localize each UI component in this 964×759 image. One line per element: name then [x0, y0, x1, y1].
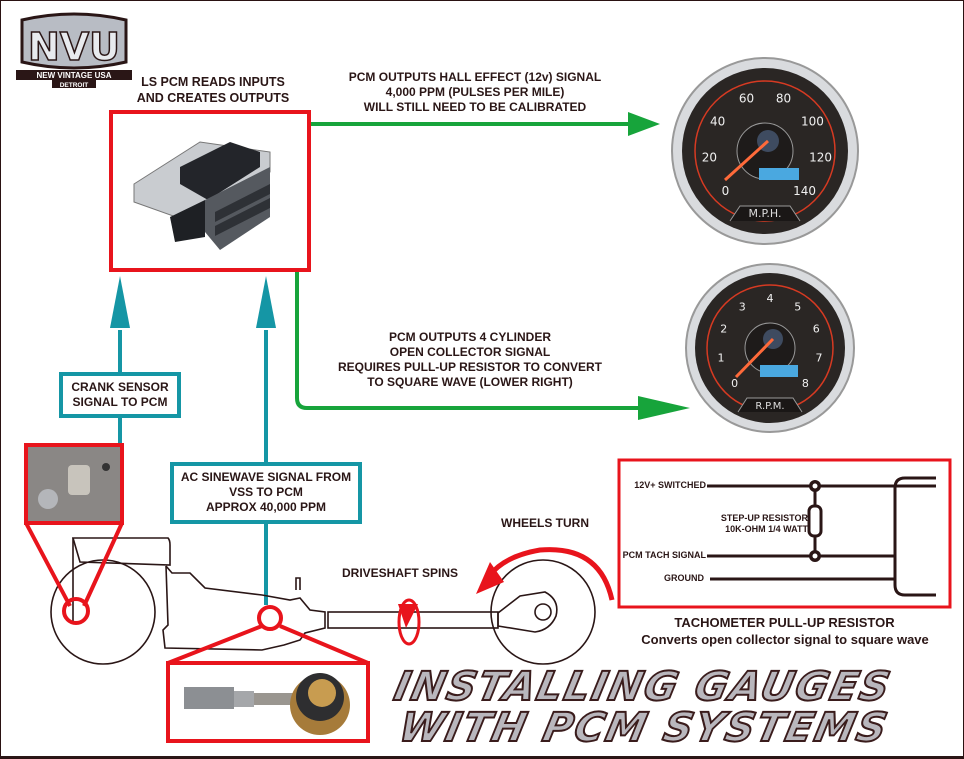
nvu-logo: NVU NEW VINTAGE USA DETROIT: [14, 10, 134, 90]
speedometer-tick-label: 0: [722, 184, 730, 198]
tachometer-tick-label: 5: [794, 300, 801, 313]
resistor-caption-sub: Converts open collector signal to square…: [641, 632, 929, 647]
vss-line: APPROX 40,000 PPM: [205, 500, 327, 514]
wire-ground-label: GROUND: [664, 573, 704, 583]
wheels-label: WHEELS TURN: [490, 516, 600, 531]
resistor-spec: STEP-UP RESISTOR 10K-OHM 1/4 WATT: [710, 513, 808, 536]
crank-line: SIGNAL TO PCM: [72, 395, 168, 409]
tachometer-tick-label: 6: [813, 323, 820, 336]
vss-signal-box: [170, 462, 362, 524]
speedometer-tick-label: 80: [776, 91, 791, 105]
tach-output-line: TO SQUARE WAVE (LOWER RIGHT): [367, 375, 573, 389]
speed-output-line: WILL STILL NEED TO BE CALIBRATED: [363, 100, 587, 114]
crank-line: CRANK SENSOR: [71, 380, 169, 394]
vss-sensor-image: [170, 665, 366, 739]
tachometer-tick-label: 3: [739, 300, 746, 313]
title-line-2: WITH PCM SYSTEMS: [394, 704, 894, 752]
vss-callout: [166, 605, 370, 743]
tach-output-line: OPEN COLLECTOR SIGNAL: [389, 345, 551, 359]
tach-output-line: PCM OUTPUTS 4 CYLINDER: [388, 330, 551, 344]
pcm-label-line: AND CREATES OUTPUTS: [136, 90, 290, 105]
crank-sensor-image: [28, 447, 120, 521]
crank-sensor-text: CRANK SENSOR SIGNAL TO PCM: [59, 380, 181, 410]
logo-brand: NVU: [28, 25, 120, 69]
speedometer-tick-label: 20: [702, 151, 717, 165]
speedometer-tick-label: 140: [793, 184, 816, 198]
speedometer-unit: M.P.H.: [749, 207, 782, 220]
vss-line: VSS TO PCM: [229, 485, 303, 499]
driveshaft-label-text: DRIVESHAFT SPINS: [341, 566, 458, 580]
tach-arrowhead: [638, 396, 690, 420]
tachometer-tick-label: 7: [816, 352, 823, 365]
vss-line: AC SINEWAVE SIGNAL FROM: [180, 470, 352, 484]
pcm-label-line: LS PCM READS INPUTS: [141, 75, 285, 89]
pcm-frame: [109, 110, 311, 272]
speedometer-tick-label: 120: [809, 151, 832, 165]
tachometer-tick-label: 4: [767, 292, 774, 305]
resistor-spec-line: STEP-UP RESISTOR: [720, 513, 808, 523]
crank-sensor-box: [59, 372, 181, 418]
speedometer-tick-label: 60: [739, 91, 754, 105]
speedometer-tick-label: 40: [710, 114, 725, 128]
pcm-module-image: [120, 122, 300, 262]
resistor-diagram: [617, 458, 952, 609]
vss-signal-text: AC SINEWAVE SIGNAL FROM VSS TO PCM APPRO…: [170, 470, 362, 515]
speed-output-text: PCM OUTPUTS HALL EFFECT (12v) SIGNAL 4,0…: [325, 70, 625, 115]
wire-12v-label: 12V+ SWITCHED: [634, 480, 706, 490]
tachometer-tick-label: 8: [802, 377, 809, 390]
tachometer-tick-label: 0: [731, 377, 738, 390]
logo-line2: DETROIT: [60, 82, 89, 89]
wire-tach-label: PCM TACH SIGNAL: [622, 550, 706, 560]
tach-output-text: PCM OUTPUTS 4 CYLINDER OPEN COLLECTOR SI…: [325, 330, 615, 390]
crank-arrowhead: [110, 276, 130, 328]
transmission-outline: [50, 537, 499, 665]
tachometer-unit: R.P.M.: [755, 401, 784, 412]
tachometer-tick-label: 1: [718, 352, 725, 365]
speed-arrowhead: [628, 112, 660, 136]
tach-output-line: REQUIRES PULL-UP RESISTOR TO CONVERT: [337, 360, 603, 374]
speed-output-line: 4,000 PPM (PULSES PER MILE): [385, 85, 565, 99]
resistor-spec-line: 10K-OHM 1/4 WATT: [725, 524, 808, 535]
driveshaft-spin-arrow: [397, 598, 421, 646]
title-line-1: INSTALLING GAUGES: [389, 663, 897, 711]
pcm-label: LS PCM READS INPUTS AND CREATES OUTPUTS: [128, 75, 298, 106]
driveshaft-label: DRIVESHAFT SPINS: [330, 566, 470, 581]
vss-arrowhead: [256, 276, 276, 328]
wheel-turn-arrow: [476, 547, 615, 601]
logo-line1: NEW VINTAGE USA: [37, 71, 112, 80]
tachometer-tick-label: 2: [720, 323, 727, 336]
speed-output-line: PCM OUTPUTS HALL EFFECT (12v) SIGNAL: [348, 70, 602, 84]
speedometer-tick-label: 100: [801, 114, 824, 128]
wheels-label-text: WHEELS TURN: [501, 516, 589, 530]
wheel-outline: [490, 559, 596, 665]
tach-signal-line: [295, 272, 640, 410]
crank-callout: [24, 443, 124, 625]
resistor-caption-title: TACHOMETER PULL-UP RESISTOR: [674, 615, 895, 630]
speedometer-gauge: M.P.H. 0 20 40 60 80 100 120 140: [670, 56, 860, 246]
